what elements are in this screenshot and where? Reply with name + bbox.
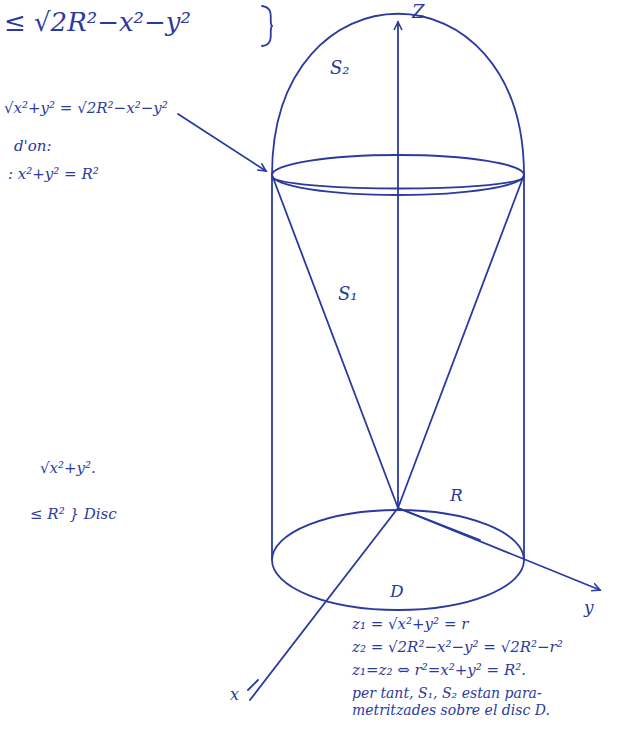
axis-label: Z bbox=[412, 2, 425, 23]
formula: z₂ = √2R²−x²−y² = √2R²−r² bbox=[352, 639, 563, 656]
z-axis bbox=[397, 22, 399, 508]
formula: z₁ = √x²+y² = r bbox=[352, 616, 468, 633]
cylinder-side bbox=[523, 175, 525, 560]
intersection-circle bbox=[272, 178, 524, 189]
hemisphere bbox=[272, 14, 524, 175]
axis-label: y bbox=[584, 598, 594, 618]
cylinder-side bbox=[271, 175, 273, 560]
leader-line bbox=[178, 114, 266, 171]
axis-label: x bbox=[230, 686, 239, 704]
formula: ≤ √2R²−x²−y² bbox=[4, 8, 191, 38]
brace bbox=[262, 6, 272, 46]
formula: z₁=z₂ ⇔ r²=x²+y² = R². bbox=[352, 662, 526, 679]
axis-tick bbox=[248, 680, 258, 690]
formula: ≤ R² } Disc bbox=[30, 506, 117, 523]
formula: √x²+y². bbox=[40, 460, 96, 477]
region-label: D bbox=[390, 582, 404, 602]
disc-outline bbox=[272, 510, 524, 610]
formula: : x²+y² = R² bbox=[8, 166, 99, 183]
surface-label: S₁ bbox=[338, 284, 358, 305]
formula: √x²+y² = √2R²−x²−y² bbox=[4, 100, 168, 117]
dimension-label: R bbox=[450, 486, 463, 506]
surface-label: S₂ bbox=[330, 58, 350, 79]
note: per tant, S₁, S₂ estan para- metritzades… bbox=[352, 685, 614, 719]
note: d'on: bbox=[14, 138, 51, 155]
y-axis bbox=[398, 508, 600, 590]
intersection-circle bbox=[272, 155, 524, 195]
cone-side bbox=[398, 175, 524, 508]
cone-side bbox=[272, 175, 398, 508]
